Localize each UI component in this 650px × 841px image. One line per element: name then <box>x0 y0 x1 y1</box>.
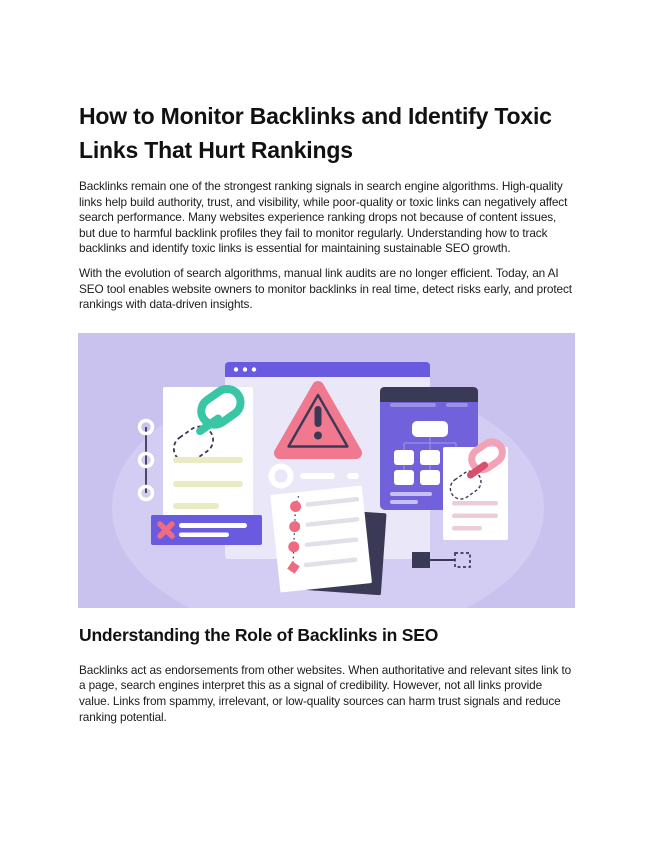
text-line <box>390 499 418 504</box>
section-paragraph: Backlinks act as endorsements from other… <box>79 662 572 724</box>
dash-line <box>347 472 359 479</box>
text-line <box>305 496 360 507</box>
hero-illustration <box>78 332 575 638</box>
text-line <box>173 502 219 509</box>
dash-line <box>300 472 335 479</box>
document-card-right <box>443 438 508 540</box>
window-dot <box>233 367 239 372</box>
backlink-monitoring-illustration <box>78 332 575 638</box>
chain-link-icon-pink <box>449 438 506 500</box>
cross-icon <box>157 521 175 539</box>
window-dot <box>251 367 257 372</box>
checklist-dot <box>288 541 300 553</box>
node-connector <box>412 551 471 568</box>
document-card-left <box>163 384 253 520</box>
text-line <box>173 456 243 463</box>
intro-paragraph-2: With the evolution of search algorithms,… <box>79 265 572 312</box>
checklist-clipboard <box>270 485 387 595</box>
intro-paragraph-1: Backlinks remain one of the strongest ra… <box>79 179 568 256</box>
checklist-paper <box>270 485 372 593</box>
text-line <box>303 557 358 567</box>
warning-triangle-icon <box>274 380 362 459</box>
text-line <box>179 522 247 528</box>
text-line <box>390 491 432 496</box>
window-dot <box>242 367 248 372</box>
text-line <box>452 525 482 531</box>
text-line <box>179 532 229 537</box>
text-line <box>452 500 498 506</box>
text-line <box>173 480 243 487</box>
timeline-dots <box>137 418 155 501</box>
text-line <box>305 516 360 527</box>
text-line <box>390 402 436 407</box>
text-line <box>452 513 498 518</box>
blocked-link-bar <box>151 514 262 545</box>
text-line <box>304 537 359 547</box>
text-line <box>446 402 468 407</box>
article-title: How to Monitor Backlinks and Identify To… <box>79 103 552 163</box>
checklist-dot <box>287 561 300 574</box>
checklist-dot <box>289 520 301 532</box>
loader-ring <box>268 463 359 489</box>
section-heading: Understanding the Role of Backlinks in S… <box>79 624 439 645</box>
article-content: How to Monitor Backlinks and Identify To… <box>78 0 575 725</box>
checklist-dot <box>290 500 302 512</box>
